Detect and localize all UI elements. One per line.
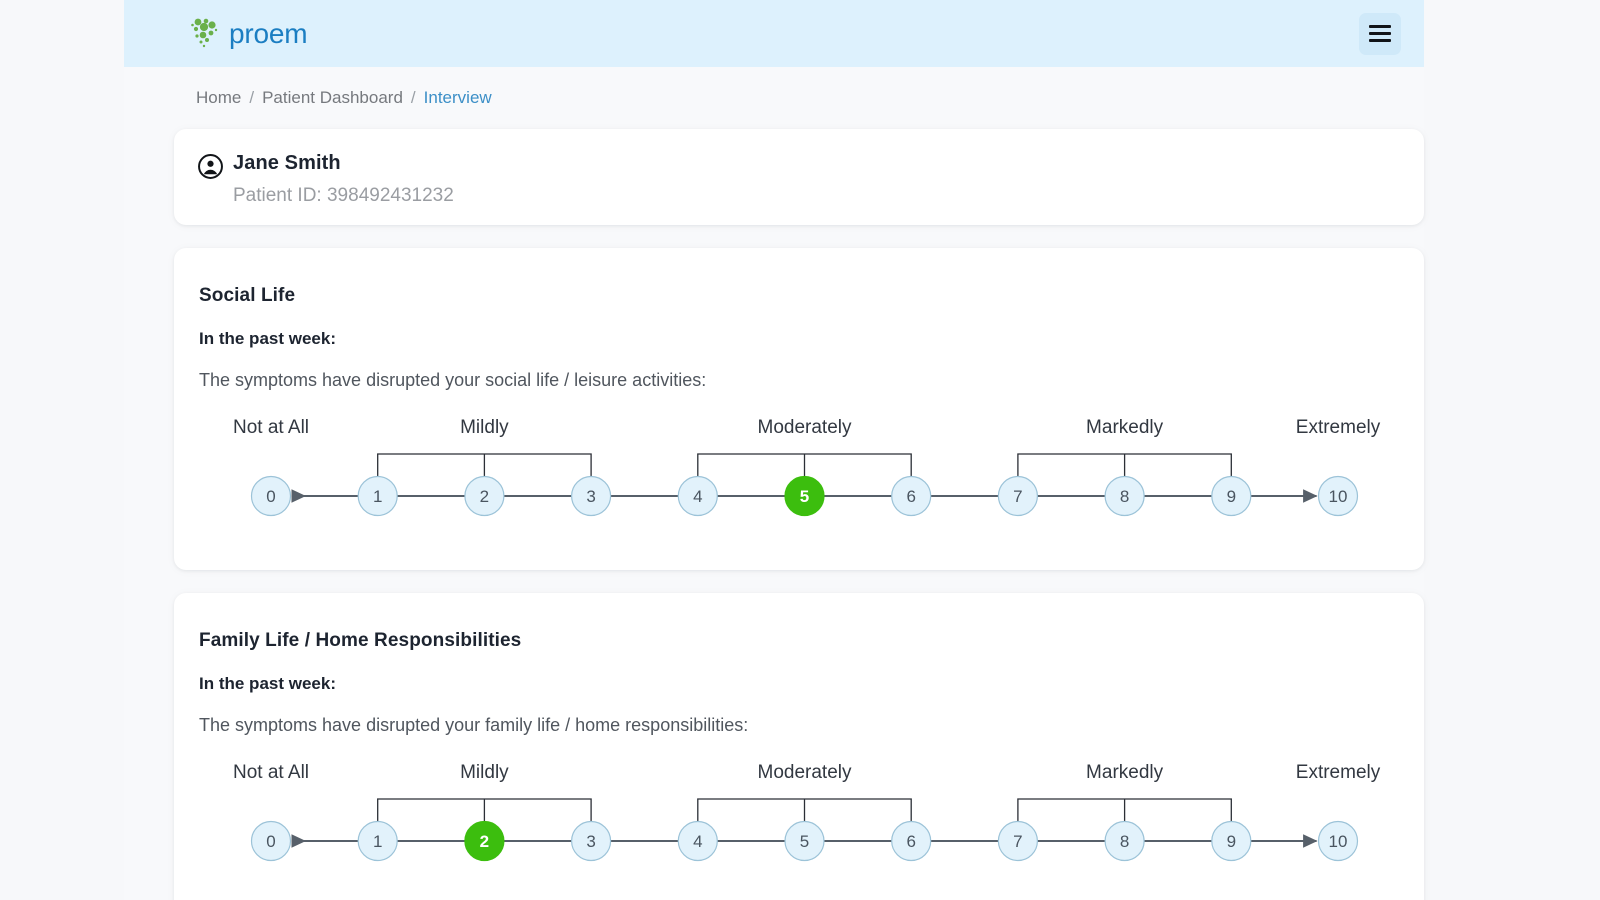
scale-option-label: 1: [373, 832, 382, 851]
scale-anchor-label: Markedly: [1086, 417, 1164, 439]
question-text: The symptoms have disrupted your social …: [199, 370, 707, 391]
scale-option-label: 2: [480, 832, 489, 851]
scale-option-label: 10: [1329, 832, 1348, 851]
scale-option-label: 2: [480, 487, 489, 506]
scale-option-label: 6: [906, 832, 915, 851]
scale-option-3[interactable]: 3: [571, 821, 612, 862]
question-text: The symptoms have disrupted your family …: [199, 715, 749, 736]
scale-option-5[interactable]: 5: [784, 476, 825, 517]
rating-scale: Not at All Mildly Moderately Markedly Extrem…: [198, 417, 1400, 537]
scale-option-3[interactable]: 3: [571, 476, 612, 517]
breadcrumb: Home / Patient Dashboard / Interview: [124, 67, 1424, 108]
scale-option-9[interactable]: 9: [1211, 821, 1252, 862]
scale-bracket: [1017, 798, 1232, 822]
app-shell: proem Home / Patient Dashboard / Intervi…: [124, 0, 1424, 900]
scale-option-label: 3: [586, 487, 595, 506]
scale-option-label: 7: [1013, 832, 1022, 851]
app-header: proem: [124, 0, 1424, 67]
scale-anchor-label: Not at All: [232, 417, 310, 439]
scale-option-label: 9: [1227, 832, 1236, 851]
scale-option-0[interactable]: 0: [250, 821, 292, 862]
breadcrumb-separator: /: [249, 88, 255, 107]
rating-scale-graphic: 0 1 2 3 4 5 6 7 8 9 10: [250, 798, 1359, 862]
menu-bar-3: [1369, 39, 1391, 42]
scale-option-6[interactable]: 6: [891, 821, 932, 862]
question-title: Family Life / Home Responsibilities: [199, 630, 522, 652]
proem-dot-cluster-logo-icon: [191, 18, 218, 47]
scale-option-label: 7: [1013, 487, 1022, 506]
scale-option-label: 6: [906, 487, 915, 506]
scale-option-label: 0: [266, 487, 275, 506]
brand-logo[interactable]: proem: [190, 17, 308, 51]
question-card: Family Life / Home Responsibilities In th…: [174, 593, 1424, 900]
scale-anchor-label: Extremely: [1295, 417, 1381, 439]
scale-option-2[interactable]: 2: [464, 821, 505, 862]
patient-id: Patient ID: 398492431232: [233, 185, 454, 207]
patient-card: Jane Smith Patient ID: 398492431232: [174, 129, 1424, 226]
question-card: Social Life In the past week: The symptoms…: [174, 248, 1424, 571]
question-title: Social Life: [199, 285, 296, 307]
scale-bracket: [377, 798, 592, 822]
scale-option-label: 9: [1227, 487, 1236, 506]
scale-option-label: 8: [1120, 832, 1129, 851]
question-list: Social Life In the past week: The symptoms…: [124, 248, 1424, 900]
scale-option-0[interactable]: 0: [250, 476, 292, 517]
scale-option-10[interactable]: 10: [1317, 476, 1359, 517]
scale-option-label: 4: [693, 487, 702, 506]
scale-anchor-labels: Not at All Mildly Moderately Markedly Extrem…: [198, 762, 1400, 790]
scale-option-label: 3: [586, 832, 595, 851]
menu-bar-1: [1369, 25, 1391, 28]
brand-name: proem: [229, 17, 308, 49]
breadcrumb-item-interview[interactable]: Interview: [423, 88, 492, 107]
scale-anchor-label: Extremely: [1295, 762, 1381, 784]
scale-anchor-label: Not at All: [232, 762, 310, 784]
scale-option-1[interactable]: 1: [357, 821, 398, 862]
scale-bracket: [1017, 453, 1232, 477]
patient-name: Jane Smith: [233, 152, 341, 175]
scale-option-2[interactable]: 2: [464, 476, 505, 517]
breadcrumb-item-home[interactable]: Home: [196, 88, 242, 107]
rating-scale-graphic: 0 1 2 3 4 5 6 7 8 9 10: [250, 453, 1359, 517]
scale-option-9[interactable]: 9: [1211, 476, 1252, 517]
scale-bracket: [697, 798, 912, 822]
scale-option-label: 1: [373, 487, 382, 506]
scale-bracket: [377, 453, 592, 477]
scale-option-10[interactable]: 10: [1317, 821, 1359, 862]
scale-anchor-label: Markedly: [1086, 762, 1164, 784]
scale-anchor-label: Moderately: [757, 762, 852, 784]
scale-option-8[interactable]: 8: [1104, 476, 1145, 517]
scale-option-label: 4: [693, 832, 702, 851]
scale-option-label: 0: [266, 832, 275, 851]
scale-bracket: [697, 453, 912, 477]
scale-anchor-label: Moderately: [757, 417, 852, 439]
scale-option-1[interactable]: 1: [357, 476, 398, 517]
scale-option-4[interactable]: 4: [677, 821, 718, 862]
menu-bar-2: [1369, 32, 1391, 35]
scale-option-4[interactable]: 4: [677, 476, 718, 517]
breadcrumb-item-patient-dashboard[interactable]: Patient Dashboard: [262, 88, 403, 107]
scale-anchor-label: Mildly: [460, 417, 509, 439]
scale-option-label: 10: [1329, 487, 1348, 506]
scale-option-8[interactable]: 8: [1104, 821, 1145, 862]
hamburger-menu-icon[interactable]: [1359, 12, 1401, 55]
patient-row: Jane Smith: [198, 151, 1400, 180]
scale-option-7[interactable]: 7: [997, 476, 1039, 517]
scale-anchor-label: Mildly: [460, 762, 509, 784]
scale-option-label: 5: [800, 487, 809, 506]
user-circle-icon: [198, 154, 223, 180]
breadcrumb-separator: /: [410, 88, 416, 107]
question-period: In the past week:: [199, 674, 336, 694]
scale-option-label: 8: [1120, 487, 1129, 506]
scale-option-7[interactable]: 7: [997, 821, 1039, 862]
scale-option-5[interactable]: 5: [784, 821, 825, 862]
rating-scale: Not at All Mildly Moderately Markedly Extrem…: [198, 762, 1400, 882]
scale-option-6[interactable]: 6: [891, 476, 932, 517]
scale-anchor-labels: Not at All Mildly Moderately Markedly Extrem…: [198, 417, 1400, 445]
scale-option-label: 5: [800, 832, 809, 851]
question-period: In the past week:: [199, 329, 336, 349]
